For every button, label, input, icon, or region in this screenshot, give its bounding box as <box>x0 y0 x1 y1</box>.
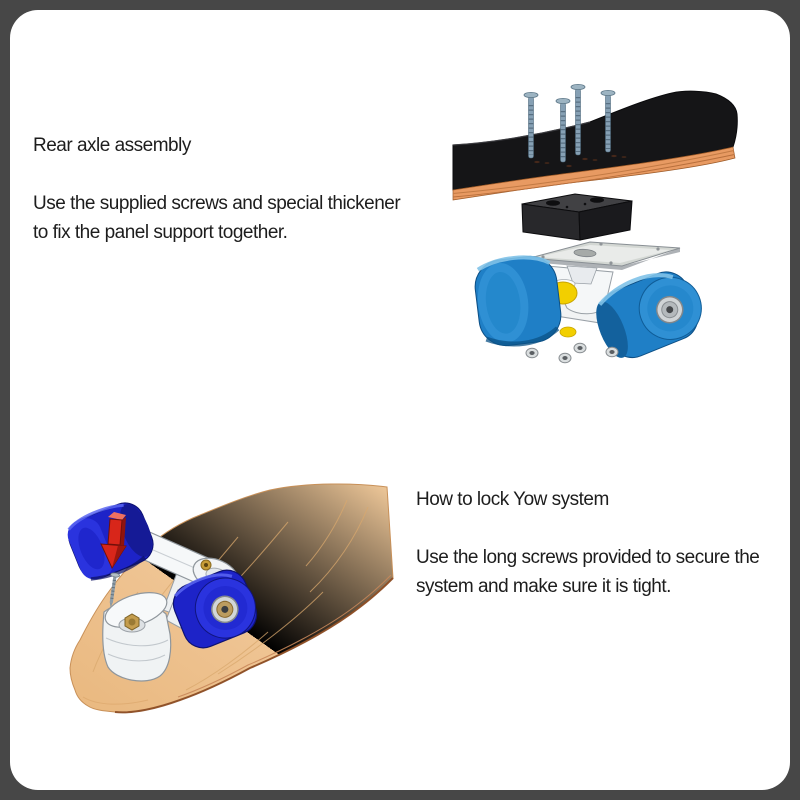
long-screw <box>109 572 121 608</box>
deck-ply-edge <box>452 146 736 201</box>
axle-nut <box>573 342 587 354</box>
mounting-screws <box>523 83 616 163</box>
axle-nut <box>525 347 539 359</box>
deck-side-view <box>452 90 738 201</box>
rear-axle-body: Use the supplied screws and special thic… <box>33 189 401 247</box>
wheel-bearing <box>211 595 239 624</box>
bronze-nut <box>124 613 140 631</box>
mounting-screw-icon <box>523 92 539 159</box>
bushing-yellow-lower <box>559 326 577 338</box>
mounting-screw-icon <box>570 83 586 156</box>
axle-nut <box>558 352 572 364</box>
wheel-front-blue <box>172 569 258 649</box>
rear-axle-body-line-1: Use the supplied screws and special thic… <box>33 193 401 214</box>
axle-nuts <box>525 342 619 364</box>
down-arrow-indicator <box>100 512 127 570</box>
yow-system-lock-illustration <box>67 483 394 714</box>
wheel-left-blue <box>474 255 562 347</box>
wheel-bearing <box>655 295 684 324</box>
mounting-screw-icon <box>600 89 616 153</box>
truck-assembly <box>474 241 702 358</box>
yow-system-body-line-1: Use the long screws provided to secure t… <box>416 547 760 568</box>
deck-hole-marks <box>534 154 627 168</box>
yow-system-heading: How to lock Yow system <box>416 489 609 510</box>
rear-axle-exploded-illustration <box>452 83 738 364</box>
yow-system-body: Use the long screws provided to secure t… <box>416 543 760 601</box>
axle-nut <box>605 346 619 358</box>
truck-baseplate <box>529 241 681 270</box>
rear-axle-heading: Rear axle assembly <box>33 135 191 156</box>
wheel-right-blue <box>596 271 702 358</box>
riser-pad <box>521 193 633 241</box>
truck-base <box>102 592 172 682</box>
mounting-screw-icon <box>555 98 571 163</box>
deck-rim <box>114 577 394 714</box>
yow-system-body-line-2: system and make sure it is tight. <box>416 576 671 597</box>
kingpin-housing <box>566 265 598 285</box>
rear-axle-body-line-2: to fix the panel support together. <box>33 222 288 243</box>
